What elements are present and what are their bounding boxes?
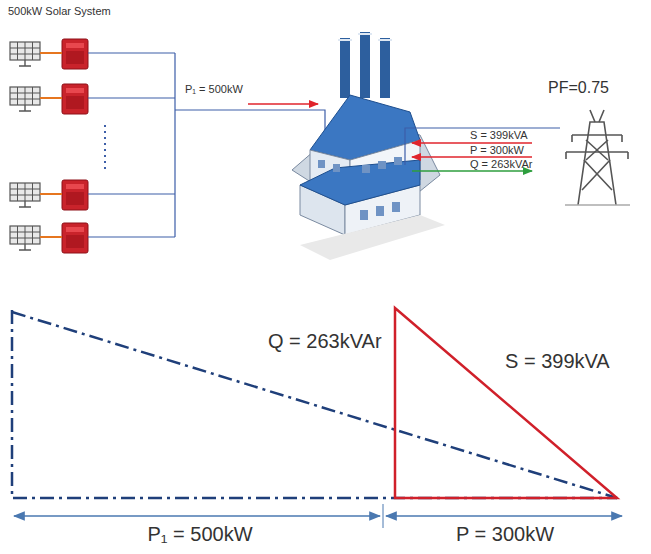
power-label: P₁ = 500kW [185,83,243,95]
triangle-label: S = 399kVA [505,350,610,372]
power-factor-label: PF=0.75 [548,79,609,97]
power-label: S = 399kVA [470,129,528,141]
dimension-label: P = 300kW [456,523,554,545]
system-title: 500kW Solar System [8,5,111,17]
triangle-label: Q = 263kVAr [268,330,382,352]
power-label: P = 300kW [470,144,524,156]
dimension-label: P₁ = 500kW [147,523,252,545]
power-label: Q = 263kVAr [470,158,532,170]
